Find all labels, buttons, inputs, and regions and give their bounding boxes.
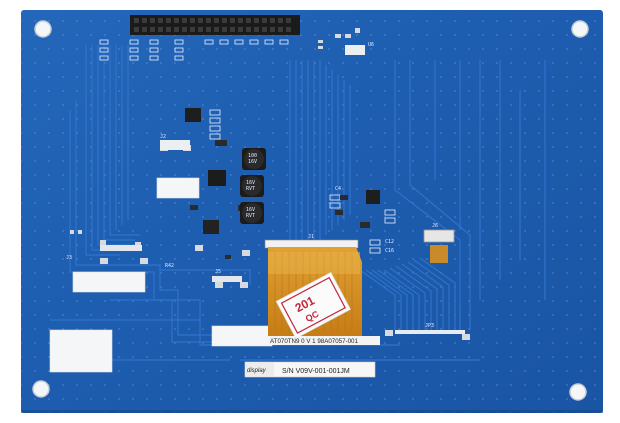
top-pin-header: [130, 15, 300, 35]
svg-text:J5: J5: [215, 269, 221, 275]
electrolytic-capacitors: 100 16V 16V RVT 16V RVT: [240, 148, 266, 224]
connector-j1: [264, 239, 359, 249]
connector-j2: J2: [160, 134, 190, 150]
svg-text:J2: J2: [160, 134, 166, 140]
cap1-value: 100: [248, 153, 257, 159]
flex-part-number-label: AT070TN9 0 V 1 98A07057-001: [268, 336, 380, 345]
svg-text:J1: J1: [308, 234, 314, 240]
svg-text:JP3: JP3: [425, 323, 434, 329]
serial-brand: display: [247, 368, 267, 374]
connector-jp3: JP3: [395, 323, 465, 334]
svg-text:C16: C16: [385, 248, 394, 254]
cap3-voltage: 16V: [246, 207, 255, 213]
silkscreen-labels: U6 R42 C4 C12 C16 J1: [165, 42, 394, 269]
silkscreen-footprints: [99, 39, 396, 254]
serial-sticker: display S/N V09V-001-001JM: [244, 361, 376, 378]
pcb-traces: [50, 45, 546, 361]
cap3-series: RVT: [246, 213, 255, 219]
cap2-voltage: 16V: [246, 180, 255, 186]
ic-chips: [185, 108, 380, 259]
mounting-holes: [32, 20, 589, 401]
cap1-voltage: 16V: [248, 159, 257, 165]
qc-sticker: 201 QC: [275, 271, 351, 339]
svg-text:J6: J6: [432, 223, 438, 229]
serial-number: S/N V09V-001-001JM: [282, 368, 350, 375]
connector-j5: J5: [212, 269, 242, 282]
svg-text:R42: R42: [165, 263, 174, 269]
connector-j3: J3: [66, 245, 142, 261]
svg-text:C12: C12: [385, 239, 394, 245]
foam-pads: [49, 177, 273, 373]
svg-text:U6: U6: [368, 42, 374, 48]
svg-text:AT070TN9 0 V 1 98A07057-001: AT070TN9 0 V 1 98A07057-001: [270, 338, 359, 345]
connector-j6: J6: [423, 223, 455, 263]
cap2-series: RVT: [246, 186, 255, 192]
svg-text:C4: C4: [335, 186, 341, 192]
svg-text:J3: J3: [66, 255, 72, 261]
